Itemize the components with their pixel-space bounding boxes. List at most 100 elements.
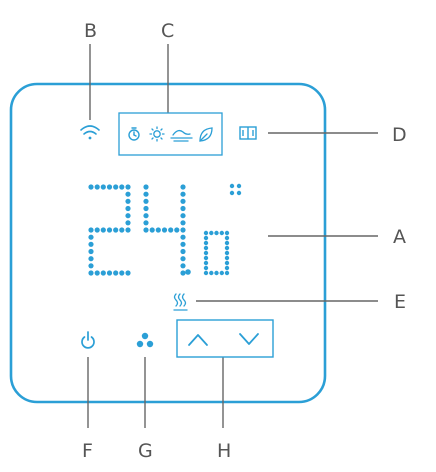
display-dot [125, 184, 131, 190]
display-dot [94, 227, 100, 233]
display-dot [119, 270, 125, 276]
display-dot [143, 220, 149, 226]
display-dot [125, 213, 131, 219]
thermostat-frame [9, 82, 327, 404]
display-dot [180, 205, 186, 212]
display-dot [224, 240, 230, 246]
degree-dot [229, 183, 235, 189]
wind-icon [170, 129, 193, 142]
chevron-up-icon [188, 334, 208, 346]
callout-C: C [161, 20, 174, 42]
callout-D: D [392, 124, 407, 146]
callout-A: A [393, 226, 406, 248]
display-dot [224, 245, 230, 251]
display-dot [106, 270, 113, 276]
degree-dot [229, 190, 235, 196]
display-dot [143, 213, 149, 219]
display-dot [149, 227, 155, 233]
temperature-display [88, 183, 242, 276]
display-dot [214, 270, 219, 276]
display-dot [203, 235, 209, 241]
degree-dot [236, 190, 242, 196]
callout-E: E [394, 291, 406, 313]
display-dot [125, 227, 131, 233]
display-dot [155, 227, 161, 233]
display-dot [203, 265, 209, 271]
display-dot [214, 230, 219, 236]
display-dot [180, 234, 186, 240]
display-dot [203, 250, 209, 256]
display-dot [224, 260, 230, 266]
callout-G: G [138, 440, 153, 462]
display-dot [88, 227, 94, 233]
display-dot [88, 234, 94, 240]
power-icon [81, 331, 95, 349]
display-dot [88, 270, 94, 276]
display-dot [224, 265, 230, 271]
temperature-down-button[interactable] [239, 333, 259, 345]
display-dot [125, 270, 131, 276]
display-dot [88, 184, 94, 190]
display-dot [180, 270, 186, 276]
display-dot [125, 191, 131, 197]
display-dot [94, 270, 100, 276]
display-dot [88, 256, 94, 262]
window-open-icon [239, 126, 257, 140]
display-dot [88, 263, 94, 269]
display-dot [143, 198, 149, 204]
leader-lines [87, 44, 378, 428]
display-dot [180, 220, 186, 226]
wifi-icon [80, 125, 100, 140]
display-dot [125, 220, 131, 226]
callout-F: F [82, 440, 93, 462]
display-dot [100, 227, 106, 233]
display-dot [94, 184, 100, 190]
display-dot [224, 250, 230, 256]
chevron-down-icon [239, 333, 259, 345]
display-dot [180, 198, 186, 204]
display-dot [143, 191, 149, 197]
display-dot [119, 227, 125, 233]
callout-H: H [217, 440, 231, 462]
display-dot [143, 227, 149, 233]
display-dot [224, 270, 230, 276]
heating-icon [173, 293, 188, 311]
display-dot [113, 227, 119, 233]
display-dot [106, 184, 113, 190]
callout-B: B [84, 20, 97, 42]
temperature-buttons-group [176, 319, 274, 358]
display-dot [203, 240, 209, 246]
display-dot [161, 227, 168, 233]
timer-icon [128, 127, 140, 141]
degree-dot [236, 183, 242, 189]
display-dot [180, 263, 186, 269]
fan-button[interactable] [136, 332, 154, 348]
display-dot [180, 213, 186, 219]
display-dot [113, 270, 119, 276]
display-dot [209, 230, 214, 236]
display-dot [203, 245, 209, 251]
display-dot [180, 241, 186, 247]
display-dot [180, 256, 186, 262]
display-dot [100, 184, 106, 190]
display-dot [106, 227, 113, 233]
display-dot [113, 184, 119, 190]
temperature-up-button[interactable] [188, 334, 208, 346]
display-dot [125, 205, 131, 212]
display-dot [168, 227, 174, 233]
display-dot [203, 230, 209, 236]
display-dot [88, 248, 94, 255]
display-dot [180, 191, 186, 197]
display-dot [119, 184, 125, 190]
mode-icons-group [118, 112, 223, 156]
display-dot [180, 248, 186, 255]
display-dot [100, 270, 106, 276]
display-dot [219, 270, 224, 276]
display-dot [203, 270, 209, 276]
display-dot [125, 198, 131, 204]
display-dot [224, 230, 230, 236]
power-button[interactable] [81, 331, 95, 349]
display-dot [174, 227, 180, 233]
display-dot [203, 255, 209, 261]
